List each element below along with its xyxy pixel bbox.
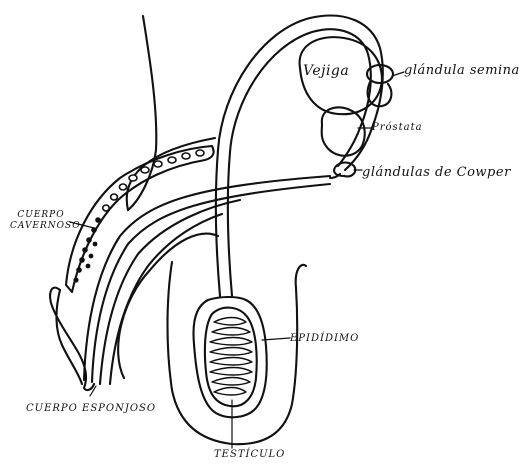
label-glandula-seminal: glándula seminal [404,64,520,77]
label-glandulas-cowper: glándulas de Cowper [362,166,511,179]
urethra-line-1 [84,176,330,380]
tubule-6 [210,368,252,376]
label-cuerpo-cavernoso: CUERPO CAVERNOSO [10,210,72,233]
tubule-8 [214,388,246,396]
tubule-7 [212,378,250,386]
tubule-2 [212,328,250,336]
tubule-4 [210,348,252,356]
penis-dorsal-outline [127,138,215,210]
label-vejiga: Vejiga [303,64,349,78]
tubule-5 [210,358,252,366]
tubule-1 [214,318,246,326]
label-epididimo: EPIDÍDIMO [290,334,359,344]
label-cuerpo-esponjoso: CUERPO ESPONJOSO [26,404,156,414]
tubule-3 [210,338,252,346]
label-testiculo: TESTÍCULO [214,450,285,460]
label-prostata: Próstata [372,123,423,133]
seminiferous-tubules [210,318,252,396]
